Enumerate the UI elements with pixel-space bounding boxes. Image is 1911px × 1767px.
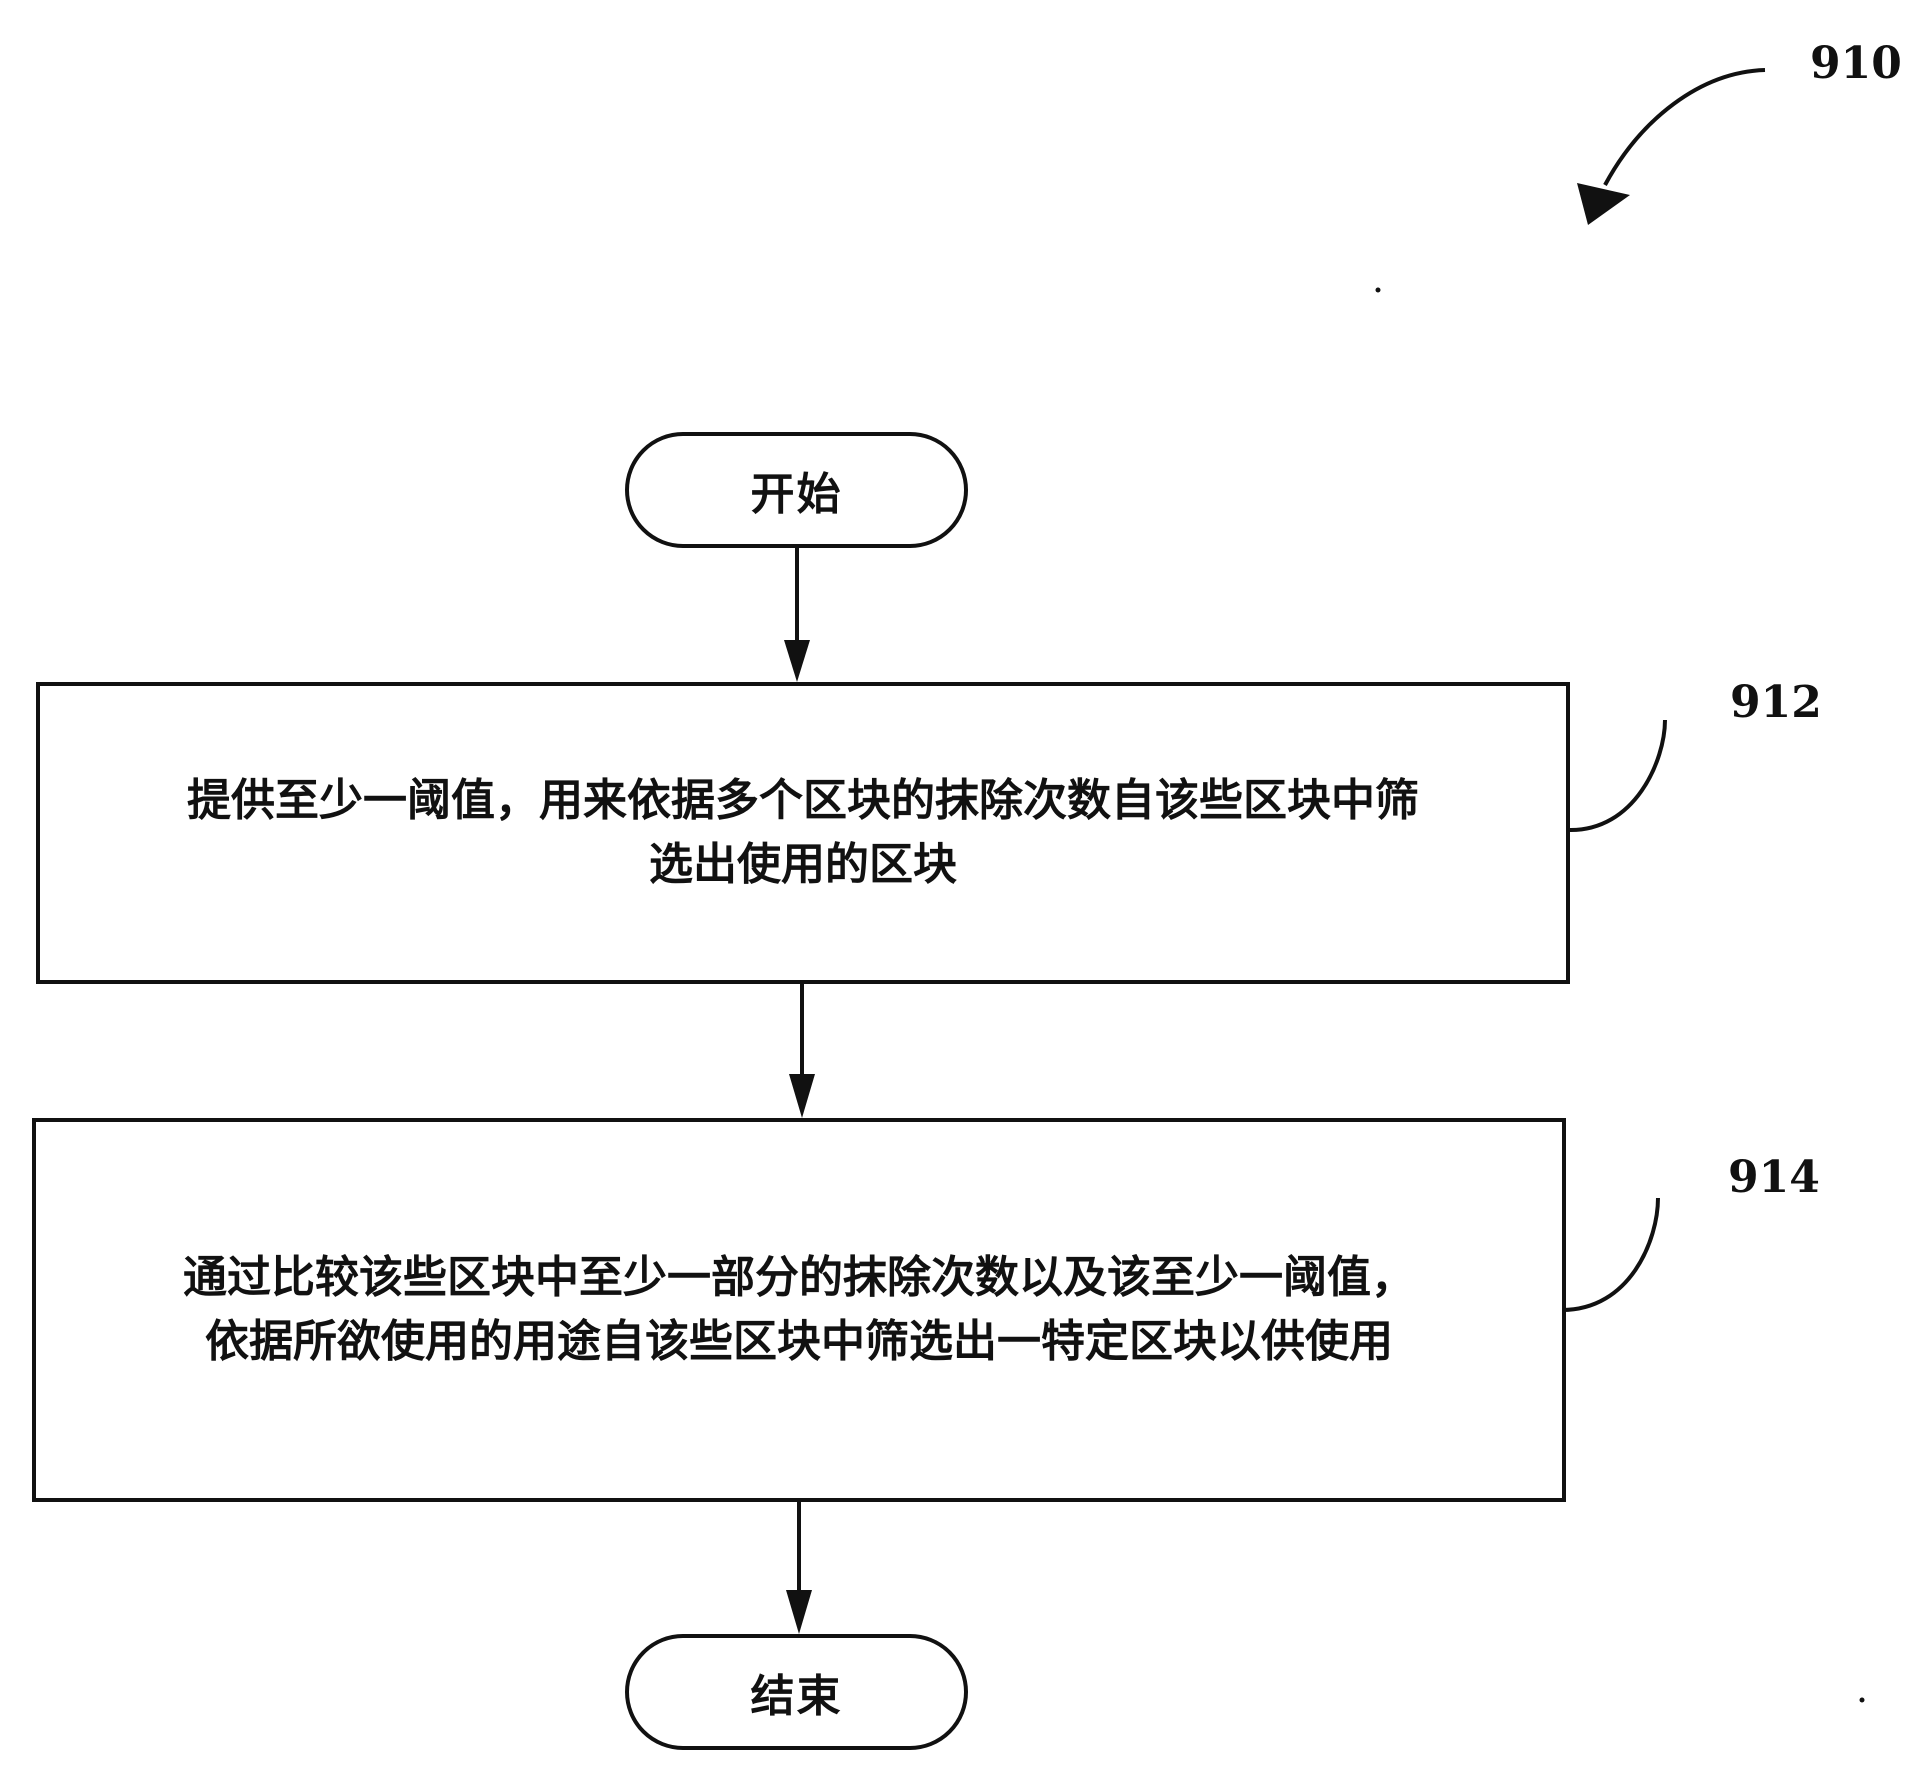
ref-914: 914 — [1728, 1152, 1820, 1203]
end-terminal: 结束 — [625, 1634, 968, 1750]
leader-914 — [1561, 1197, 1660, 1312]
start-terminal: 开始 — [625, 432, 968, 548]
step-914-box: 通过比较该些区块中至少一部分的抹除次数以及该至少一阈值， 依据所欲使用的用途自该… — [32, 1118, 1566, 1502]
arrow-912-to-914-head — [789, 1074, 815, 1118]
start-label: 开始 — [750, 469, 843, 520]
end-label: 结束 — [750, 1671, 843, 1722]
stray-dot — [1375, 287, 1381, 293]
step-912-line-1: 提供至少一阈值，用来依据多个区块的抹除次数自该些区块中筛 — [187, 775, 1419, 826]
ref-912: 912 — [1730, 677, 1822, 728]
arrow-914-to-end-head — [786, 1590, 812, 1634]
leader-912 — [1567, 719, 1667, 833]
arrow-start-to-912-head — [784, 640, 810, 682]
step-912-line-2: 选出使用的区块 — [649, 839, 957, 890]
ref-910: 910 — [1810, 38, 1902, 89]
ref-910-arrowhead — [1577, 183, 1630, 225]
stray-dot — [1859, 1697, 1865, 1703]
step-912-box: 提供至少一阈值，用来依据多个区块的抹除次数自该些区块中筛 选出使用的区块 — [36, 682, 1570, 984]
step-914-line-1: 通过比较该些区块中至少一部分的抹除次数以及该至少一阈值， — [183, 1252, 1415, 1303]
ref-910-arrow — [1603, 68, 1766, 186]
step-914-line-2: 依据所欲使用的用途自该些区块中筛选出一特定区块以供使用 — [205, 1316, 1393, 1367]
